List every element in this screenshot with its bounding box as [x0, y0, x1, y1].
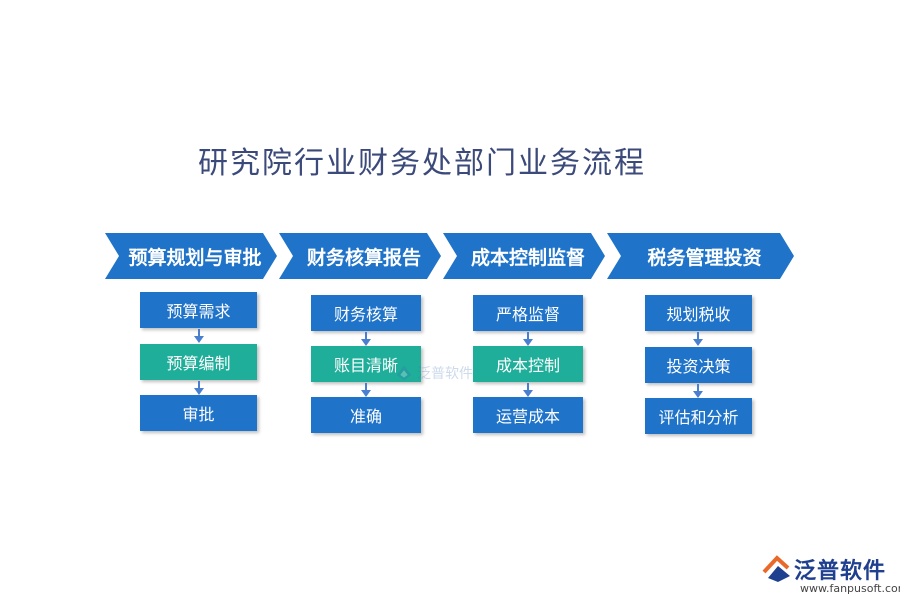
step-box: 审批	[140, 395, 257, 431]
down-arrow	[523, 383, 533, 397]
fanpu-logo-icon	[762, 555, 790, 582]
center-watermark: 泛普软件	[393, 362, 473, 384]
step-box: 账目清晰	[311, 346, 421, 382]
down-arrow	[194, 329, 204, 343]
stage-label: 预算规划与审批	[128, 246, 262, 269]
page-title: 研究院行业财务处部门业务流程	[198, 146, 646, 181]
stage-chevron-budget: 预算规划与审批	[105, 233, 277, 279]
fanpu-logo-icon	[396, 365, 412, 381]
step-box: 预算需求	[140, 292, 257, 328]
stage-label: 财务核算报告	[306, 246, 421, 269]
stage-label: 成本控制监督	[470, 246, 585, 269]
step-box: 财务核算	[311, 295, 421, 331]
down-arrow	[693, 384, 703, 398]
brand-watermark: 泛普软件 www.fanpusoft.com	[760, 552, 900, 595]
brand-url: www.fanpusoft.com	[800, 582, 900, 595]
watermark-text: 泛普软件	[417, 366, 473, 382]
brand-name: 泛普软件	[794, 559, 887, 584]
step-box: 评估和分析	[645, 398, 752, 434]
step-box: 准确	[311, 397, 421, 433]
step-box: 预算编制	[140, 344, 257, 380]
stage-chevron-accounting: 财务核算报告	[279, 233, 441, 279]
step-box: 严格监督	[473, 295, 583, 331]
down-arrow	[361, 383, 371, 397]
stage-chevron-tax: 税务管理投资	[607, 233, 794, 279]
down-arrow	[194, 381, 204, 395]
step-box: 成本控制	[473, 346, 583, 382]
stage-label: 税务管理投资	[647, 246, 762, 269]
down-arrow	[523, 332, 533, 346]
down-arrow	[361, 332, 371, 346]
step-box: 投资决策	[645, 347, 752, 383]
stage-chevron-cost: 成本控制监督	[443, 233, 605, 279]
step-box: 运营成本	[473, 397, 583, 433]
down-arrow	[693, 332, 703, 346]
step-box: 规划税收	[645, 295, 752, 331]
